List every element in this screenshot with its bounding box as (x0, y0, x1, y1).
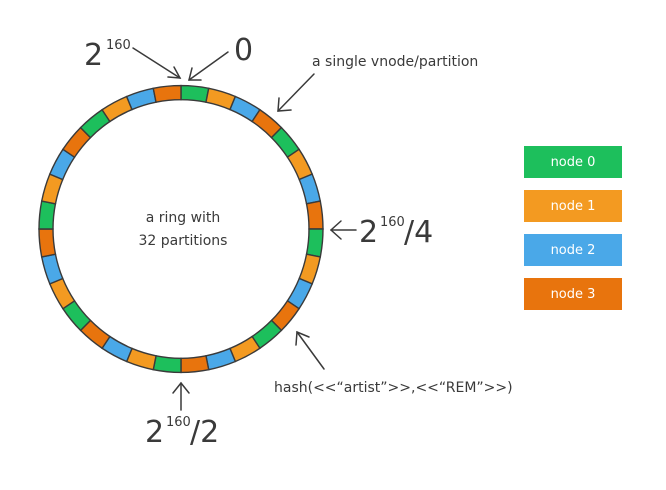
label-zero: 0 (234, 33, 253, 68)
ring-partition (125, 87, 157, 111)
ring-partition (180, 84, 210, 104)
legend-node-3-swatch (524, 278, 622, 310)
arrow-single-vnode-head (277, 97, 292, 112)
ring-partition (180, 354, 210, 374)
label-2-160-exp: 160 (106, 38, 131, 53)
legend-node-3-label: node 3 (551, 287, 596, 302)
ring-partition (305, 200, 324, 230)
legend-node-2-swatch (524, 234, 622, 266)
label-2-160-base: 2 (84, 38, 103, 73)
arrow-zero (188, 51, 229, 81)
ring-partition (205, 347, 237, 371)
legend-node-0-label: node 0 (551, 155, 596, 170)
arrow-2-160-2-head (172, 381, 190, 394)
ring-description-line2: 32 partitions (139, 233, 228, 249)
arrow-2-160-head (167, 66, 182, 79)
arrows (132, 47, 357, 411)
ring-partition (38, 200, 57, 230)
label-2-160-4-suffix: /4 (404, 215, 433, 250)
label-2-160-4-base: 2 (359, 215, 378, 250)
ring-partition (152, 84, 182, 104)
ring-partition (298, 173, 322, 205)
arrow-hash-head (295, 330, 310, 346)
label-2-160-2-base: 2 (145, 415, 164, 450)
legend-node-1-swatch (524, 190, 622, 222)
arrow-single-vnode (277, 73, 315, 112)
label-2-160-2-suffix: /2 (190, 415, 219, 450)
legend: node 0 node 1 node 2 node 3 (524, 146, 622, 310)
ring-partition (38, 228, 57, 258)
arrow-zero-head (188, 67, 202, 81)
ring-partition (305, 228, 324, 258)
ring-partition (40, 253, 64, 285)
ring-segments (38, 84, 324, 374)
ring-description-line1: a ring with (146, 210, 221, 226)
legend-node-2-label: node 2 (551, 243, 596, 258)
ring-partition (152, 354, 182, 374)
legend-node-0-swatch (524, 146, 622, 178)
label-2-160-2-exp: 160 (166, 415, 191, 430)
label-single-vnode: a single vnode/partition (312, 54, 478, 70)
label-hash: hash(<<“artist”>>,<<“REM”>>) (274, 380, 513, 396)
legend-node-1-label: node 1 (551, 199, 596, 214)
arrow-2-160-4-head (329, 220, 342, 240)
arrow-hash (296, 331, 325, 370)
arrow-2-160 (132, 47, 181, 79)
label-2-160-4-exp: 160 (380, 215, 405, 230)
